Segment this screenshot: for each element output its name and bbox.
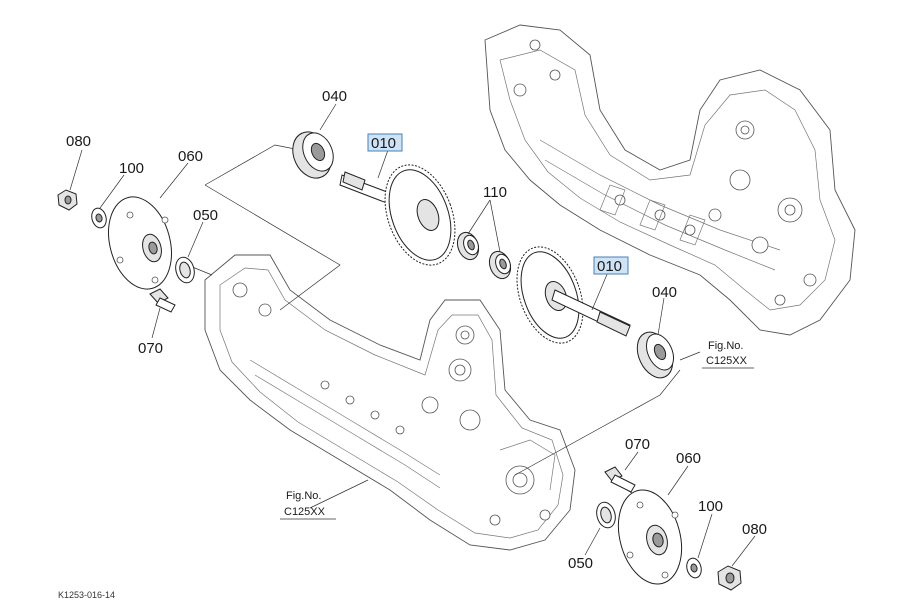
label-110: 110 xyxy=(483,184,507,201)
label-080-left: 080 xyxy=(66,133,91,150)
bearing-040-top xyxy=(292,131,334,179)
fig-ref-right-line2: C125XX xyxy=(706,355,748,367)
label-010-right: 010 xyxy=(597,258,622,275)
bolt-070-right xyxy=(604,466,636,493)
label-080-right: 080 xyxy=(742,521,767,538)
seal-050-left xyxy=(175,256,195,284)
hub-060-left xyxy=(108,196,172,290)
bearings-110 xyxy=(456,231,512,280)
label-100-right: 100 xyxy=(698,498,723,515)
nut-080-right xyxy=(717,565,742,591)
label-010-top: 010 xyxy=(371,135,396,152)
label-100-left: 100 xyxy=(119,160,144,177)
nut-080-left xyxy=(57,189,78,211)
highlight-010-top[interactable]: 010 xyxy=(367,133,403,152)
washer-100-left xyxy=(91,207,107,229)
drawing-code: K1253-016-14 xyxy=(58,590,115,600)
hub-060-right xyxy=(617,489,683,585)
gear-010-top xyxy=(384,164,456,266)
fig-ref-bottom-line1: Fig.No. xyxy=(286,490,321,502)
label-060-left: 060 xyxy=(178,148,203,165)
label-070-left: 070 xyxy=(138,340,163,357)
bolt-070-left xyxy=(149,288,176,313)
label-040-top: 040 xyxy=(322,88,347,105)
label-060-right: 060 xyxy=(676,450,701,467)
transmission-housing-right xyxy=(484,24,856,336)
fig-ref-bottom[interactable]: Fig.No. C125XX xyxy=(280,490,336,520)
washer-100-right xyxy=(686,557,702,579)
axle-housing-lower xyxy=(204,254,576,551)
fig-ref-bottom-line2: C125XX xyxy=(284,506,326,518)
gear-010-right xyxy=(516,246,584,344)
label-050-right: 050 xyxy=(568,555,593,572)
fig-ref-right-line1: Fig.No. xyxy=(708,340,743,352)
highlight-010-right[interactable]: 010 xyxy=(593,256,629,275)
label-070-right: 070 xyxy=(625,436,650,453)
label-040-right: 040 xyxy=(652,284,677,301)
seal-050-right xyxy=(596,501,616,529)
callout-leaders xyxy=(69,103,756,567)
bearing-040-right xyxy=(636,331,675,379)
shaft-010-right xyxy=(551,289,631,337)
fig-ref-right[interactable]: Fig.No. C125XX xyxy=(702,340,754,369)
label-050-left: 050 xyxy=(193,207,218,224)
